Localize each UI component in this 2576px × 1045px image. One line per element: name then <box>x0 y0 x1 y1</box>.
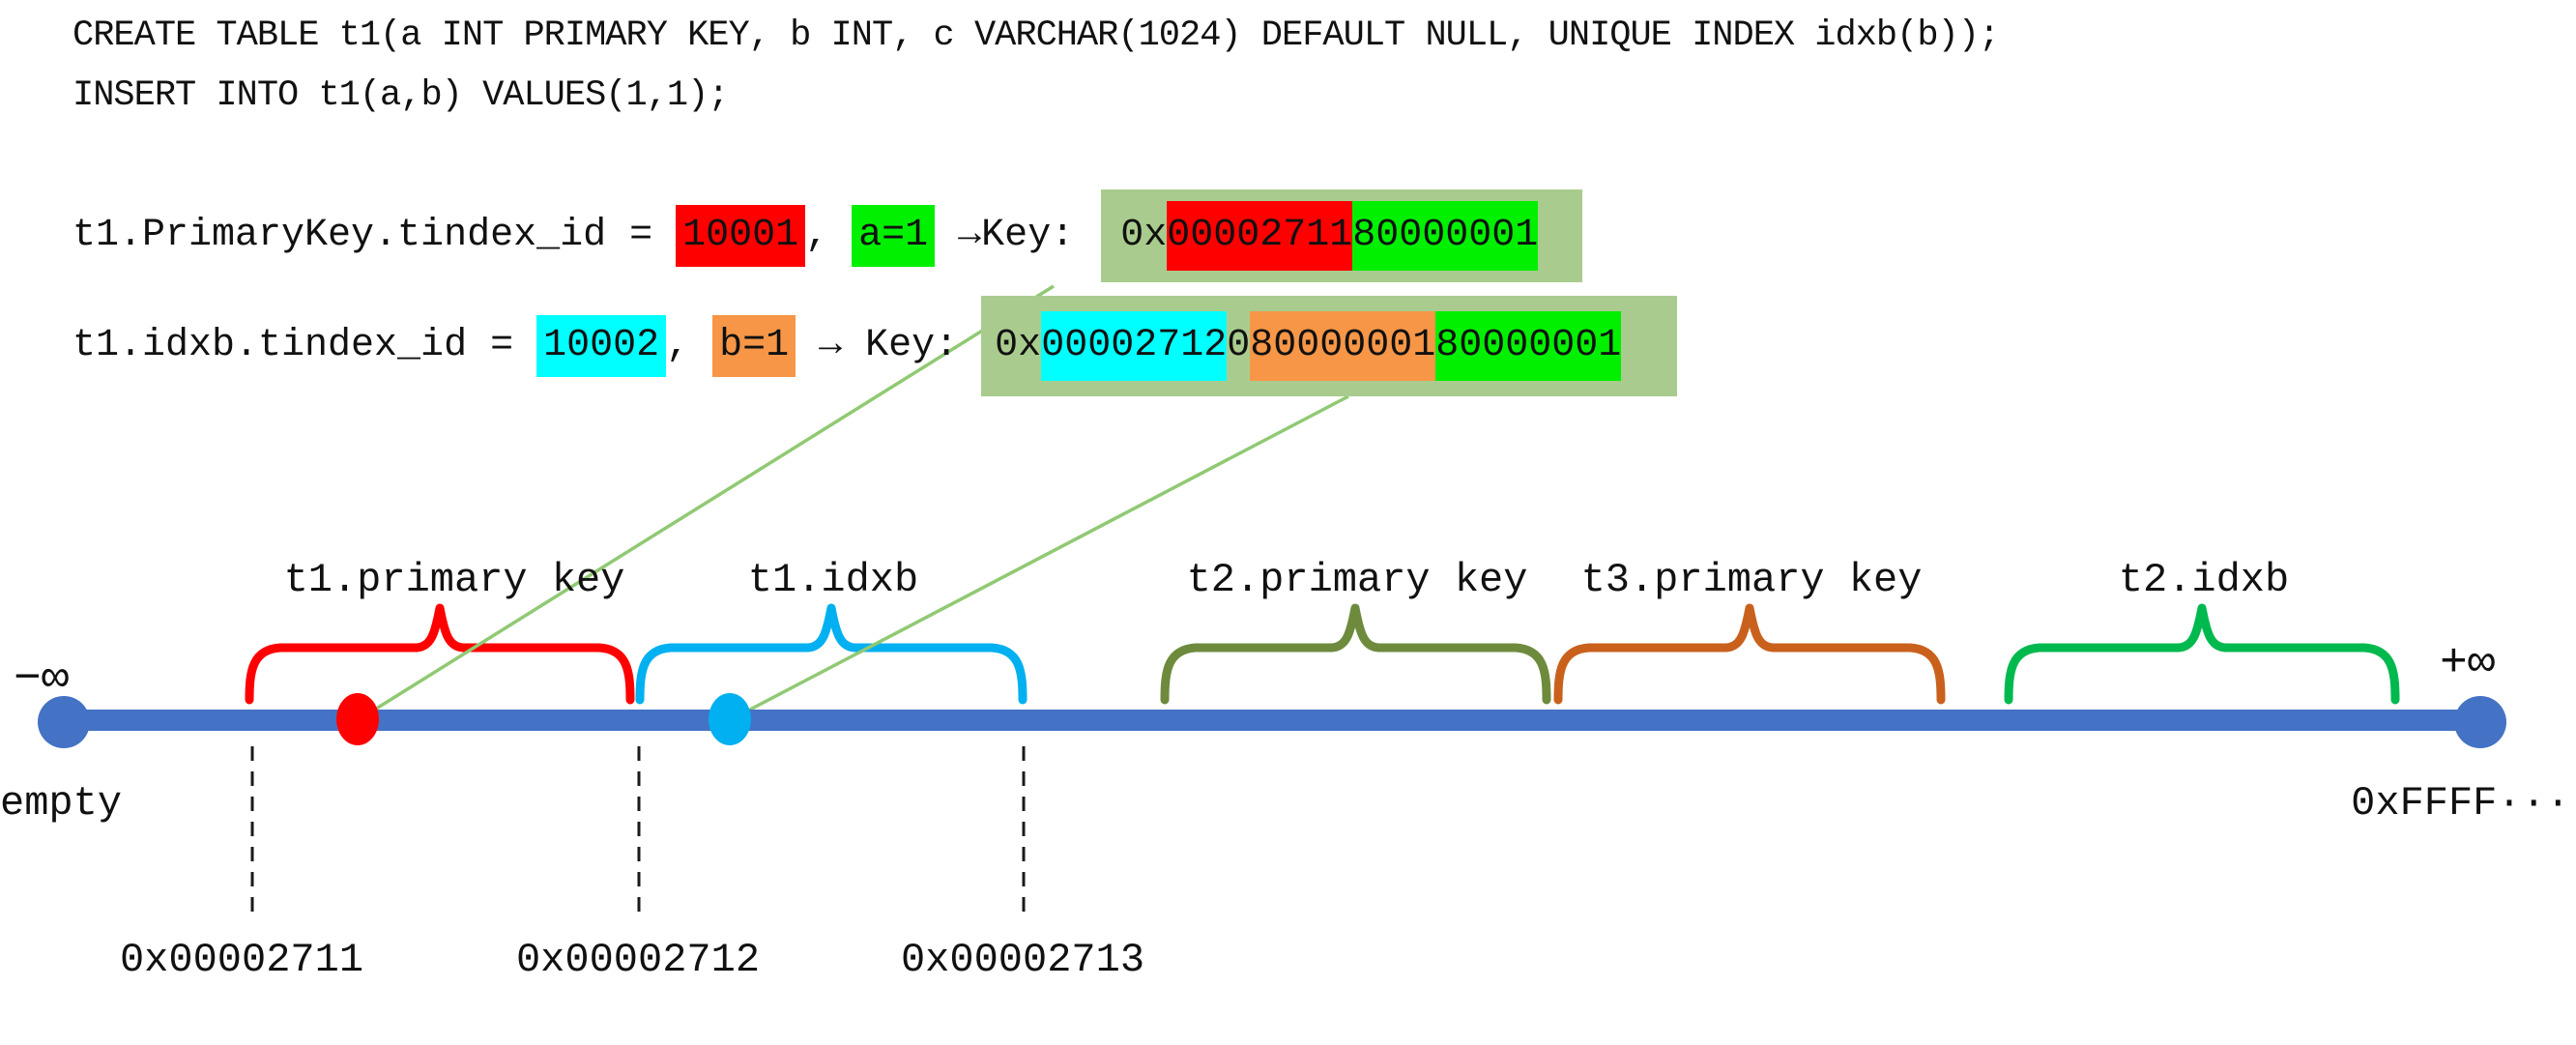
range-label-t2-idxb: t2.idxb <box>2118 557 2290 603</box>
idx-hex-prefix: 0x <box>995 324 1042 367</box>
range-label-t1-primary-key: t1.primary key <box>283 557 625 603</box>
range-label-t3-primary-key: t3.primary key <box>1580 557 1923 603</box>
idx-comma: , <box>666 324 713 367</box>
pk-encoded-key-box: 0x 00002711 80000001 <box>1101 189 1583 282</box>
idx-mapping-prefix: t1.idxb.tindex_id = <box>72 324 537 367</box>
tick-label-0x00002713: 0x00002713 <box>900 937 1145 983</box>
pk-tindex-id-value: 10001 <box>676 205 806 267</box>
idx-key-column-segment: 80000001 <box>1250 311 1436 381</box>
number-line-left-end-dot <box>38 696 90 748</box>
idx-key-gap-digit: 0 <box>1227 324 1251 367</box>
min-key-label: empty <box>0 780 123 827</box>
range-label-t2-primary-key: t2.primary key <box>1186 557 1528 603</box>
idx-encoded-key-box: 0x 00002712 0 80000001 80000001 <box>981 296 1678 396</box>
range-label-t1-idxb: t1.idxb <box>747 557 919 603</box>
idx-key-index-id-segment: 00002712 <box>1041 311 1228 381</box>
pos-infinity-label: +∞ <box>2440 638 2496 690</box>
sql-create-statement: CREATE TABLE t1(a INT PRIMARY KEY, b INT… <box>72 15 2000 56</box>
idx-record-dot <box>709 693 751 745</box>
pk-record-dot <box>336 693 379 745</box>
tick-label-0x00002712: 0x00002712 <box>515 937 761 983</box>
idx-arrow-key-label: → Key: <box>796 324 982 367</box>
connector-pk-key-to-dot <box>357 284 1055 722</box>
pk-mapping-prefix: t1.PrimaryKey.tindex_id = <box>72 214 677 257</box>
idx-tindex-id-value: 10002 <box>536 315 667 377</box>
range-brace-t3-primary-key <box>1553 603 1946 705</box>
pk-key-index-id-segment: 00002711 <box>1167 201 1353 271</box>
pk-column-value: a=1 <box>852 205 936 267</box>
pk-key-handle-segment: 80000001 <box>1352 201 1539 271</box>
range-brace-t2-idxb <box>2004 603 2400 705</box>
number-line-right-end-dot <box>2454 696 2506 748</box>
connector-idx-key-to-dot <box>729 394 1349 722</box>
sql-insert-statement: INSERT INTO t1(a,b) VALUES(1,1); <box>72 75 730 116</box>
pk-arrow-key-label: →Key: <box>935 214 1098 257</box>
idx-mapping-line: t1.idxb.tindex_id = 10002 , b=1 → Key: 0… <box>72 296 1678 396</box>
pk-comma: , <box>805 214 853 257</box>
idx-column-value: b=1 <box>712 315 796 377</box>
pk-mapping-line: t1.PrimaryKey.tindex_id = 10001 , a=1 →K… <box>72 189 1583 282</box>
range-brace-t2-primary-key <box>1160 603 1551 705</box>
range-brace-t1-primary-key <box>245 603 635 705</box>
range-brace-t1-idxb <box>635 603 1028 705</box>
tick-label-0x00002711: 0x00002711 <box>119 937 364 983</box>
max-key-label: 0xFFFF··· <box>2351 780 2570 827</box>
idx-key-handle-segment: 80000001 <box>1435 311 1622 381</box>
neg-infinity-label: −∞ <box>14 653 70 706</box>
pk-hex-prefix: 0x <box>1120 214 1168 257</box>
